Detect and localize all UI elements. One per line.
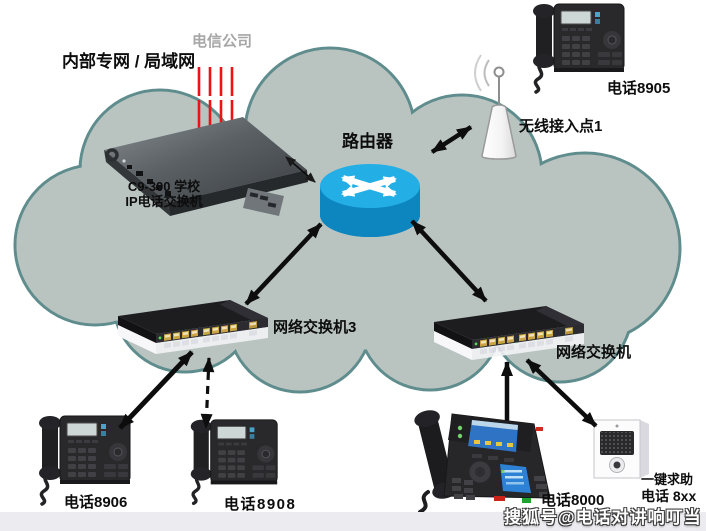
desk-phone-8908 bbox=[189, 418, 279, 506]
sos-label-line1: 一键求助 bbox=[641, 472, 694, 487]
sos-intercom-device bbox=[593, 419, 650, 479]
switch-3-label: 网络交换机3 bbox=[273, 319, 357, 336]
arrow-pbx-router bbox=[285, 156, 316, 183]
connection-arrows bbox=[118, 125, 598, 430]
ip-pbx-label-line2: IP电话交换机 bbox=[125, 194, 203, 209]
phone-8906-label: 电话8906 bbox=[64, 494, 128, 511]
wireless-ap-label: 无线接入点1 bbox=[519, 118, 603, 135]
arrow-router-switchright bbox=[410, 219, 488, 303]
sos-label-line2: 电话 8xx bbox=[641, 488, 697, 504]
arrow-router-switch3 bbox=[244, 222, 323, 306]
phone-8908-label: 电话8908 bbox=[224, 496, 297, 513]
lan-cloud bbox=[13, 46, 682, 394]
router-icon bbox=[320, 164, 420, 237]
sos-intercom-label: 一键求助 电话 8xx bbox=[641, 472, 696, 504]
router-label: 路由器 bbox=[342, 132, 393, 151]
watermark-text: 搜狐号@电话对讲响叮当 bbox=[504, 508, 702, 527]
arrow-switch3-phone8906 bbox=[118, 350, 194, 430]
ip-pbx-label: C9-300 学校 IP电话交换机 bbox=[110, 179, 218, 209]
ip-pbx-label-line1: C9-300 学校 bbox=[127, 179, 201, 194]
telecom-company-label: 电信公司 bbox=[192, 33, 253, 50]
arrow-switch3-phone8908-dashed bbox=[200, 357, 215, 429]
arrow-router-ap bbox=[430, 125, 473, 154]
bottom-strip bbox=[0, 512, 706, 531]
lan-title-label: 内部专网 / 局域网 bbox=[62, 52, 196, 71]
desk-phone-8000 bbox=[410, 405, 552, 514]
arrow-switchright-intercom bbox=[525, 358, 598, 428]
phone-8905-label: 电话8905 bbox=[607, 80, 671, 97]
ip-pbx-device bbox=[104, 117, 308, 216]
phone-8000-label: 电话8000 bbox=[541, 492, 605, 509]
wireless-ap-icon bbox=[474, 54, 517, 160]
switch-right-label: 网络交换机 bbox=[556, 344, 632, 361]
